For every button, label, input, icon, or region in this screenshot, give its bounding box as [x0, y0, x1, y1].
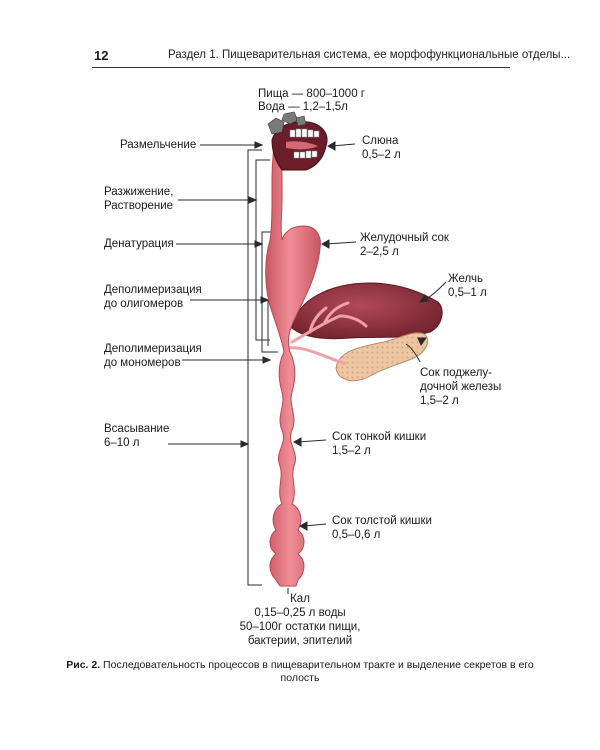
caption-text: Последовательность процессов в пищеварит… [100, 659, 534, 684]
label-colon: Сок толстой кишки 0,5–0,6 л [332, 515, 432, 541]
bracket-liquefaction [255, 159, 270, 341]
arrow-oligomer [260, 296, 270, 304]
label-denaturation: Денатурация [104, 238, 174, 250]
mouth [267, 111, 328, 171]
process-arrows [168, 141, 272, 448]
arrow-grinding [254, 141, 264, 149]
label-liquefaction: Разжижение, Растворение [104, 186, 174, 212]
liver [291, 282, 443, 340]
label-saliva: Слюна 0,5–2 л [362, 135, 401, 161]
label-pancreatic: Сок поджелу- дочной железы 1,5–2 л [420, 367, 502, 407]
arrow-gastric [320, 239, 330, 249]
arrow-saliva [326, 141, 336, 151]
header-rule [92, 67, 510, 68]
figure-caption: Рис. 2. Последовательность процессов в п… [60, 659, 540, 685]
bracket-absorption [247, 149, 262, 586]
label-depoly-mono: Деполимеризация до мономеров [104, 343, 202, 369]
label-depoly-oligo: Деполимеризация до олигомеров [104, 284, 202, 310]
label-output: Кал 0,15–0,25 л воды 50–100г остатки пищ… [239, 593, 361, 647]
arrow-liquefaction [248, 196, 258, 204]
label-intestinal: Сок тонкой кишки 1,5–2 л [332, 431, 427, 457]
intake-food: Пища — 800–1000 г [258, 88, 365, 100]
gi-tract [265, 141, 321, 587]
arrow-bile [418, 294, 429, 303]
page-number: 12 [94, 48, 109, 63]
label-grinding: Размельчение [120, 139, 197, 151]
arrow-monomer [262, 356, 272, 364]
arrow-colon [298, 521, 308, 531]
arrow-intestinal [292, 437, 302, 447]
secretion-arrows [287, 141, 447, 594]
bracket-denaturation [261, 231, 278, 353]
arrow-denaturation [254, 240, 264, 248]
intake-water: Вода — 1,2–1,5л [258, 101, 348, 113]
label-bile: Желчь 0,5–1 л [448, 273, 487, 299]
label-absorption: Всасывание 6–10 л [104, 423, 170, 449]
bile-ducts [290, 301, 368, 344]
arrow-pancreatic [417, 337, 427, 347]
arrow-absorption [240, 440, 250, 448]
label-gastric: Желудочный сок 2–2,5 л [360, 232, 449, 258]
running-head: Раздел 1. Пищеварительная система, ее мо… [168, 49, 571, 61]
caption-label: Рис. 2. [66, 659, 101, 671]
